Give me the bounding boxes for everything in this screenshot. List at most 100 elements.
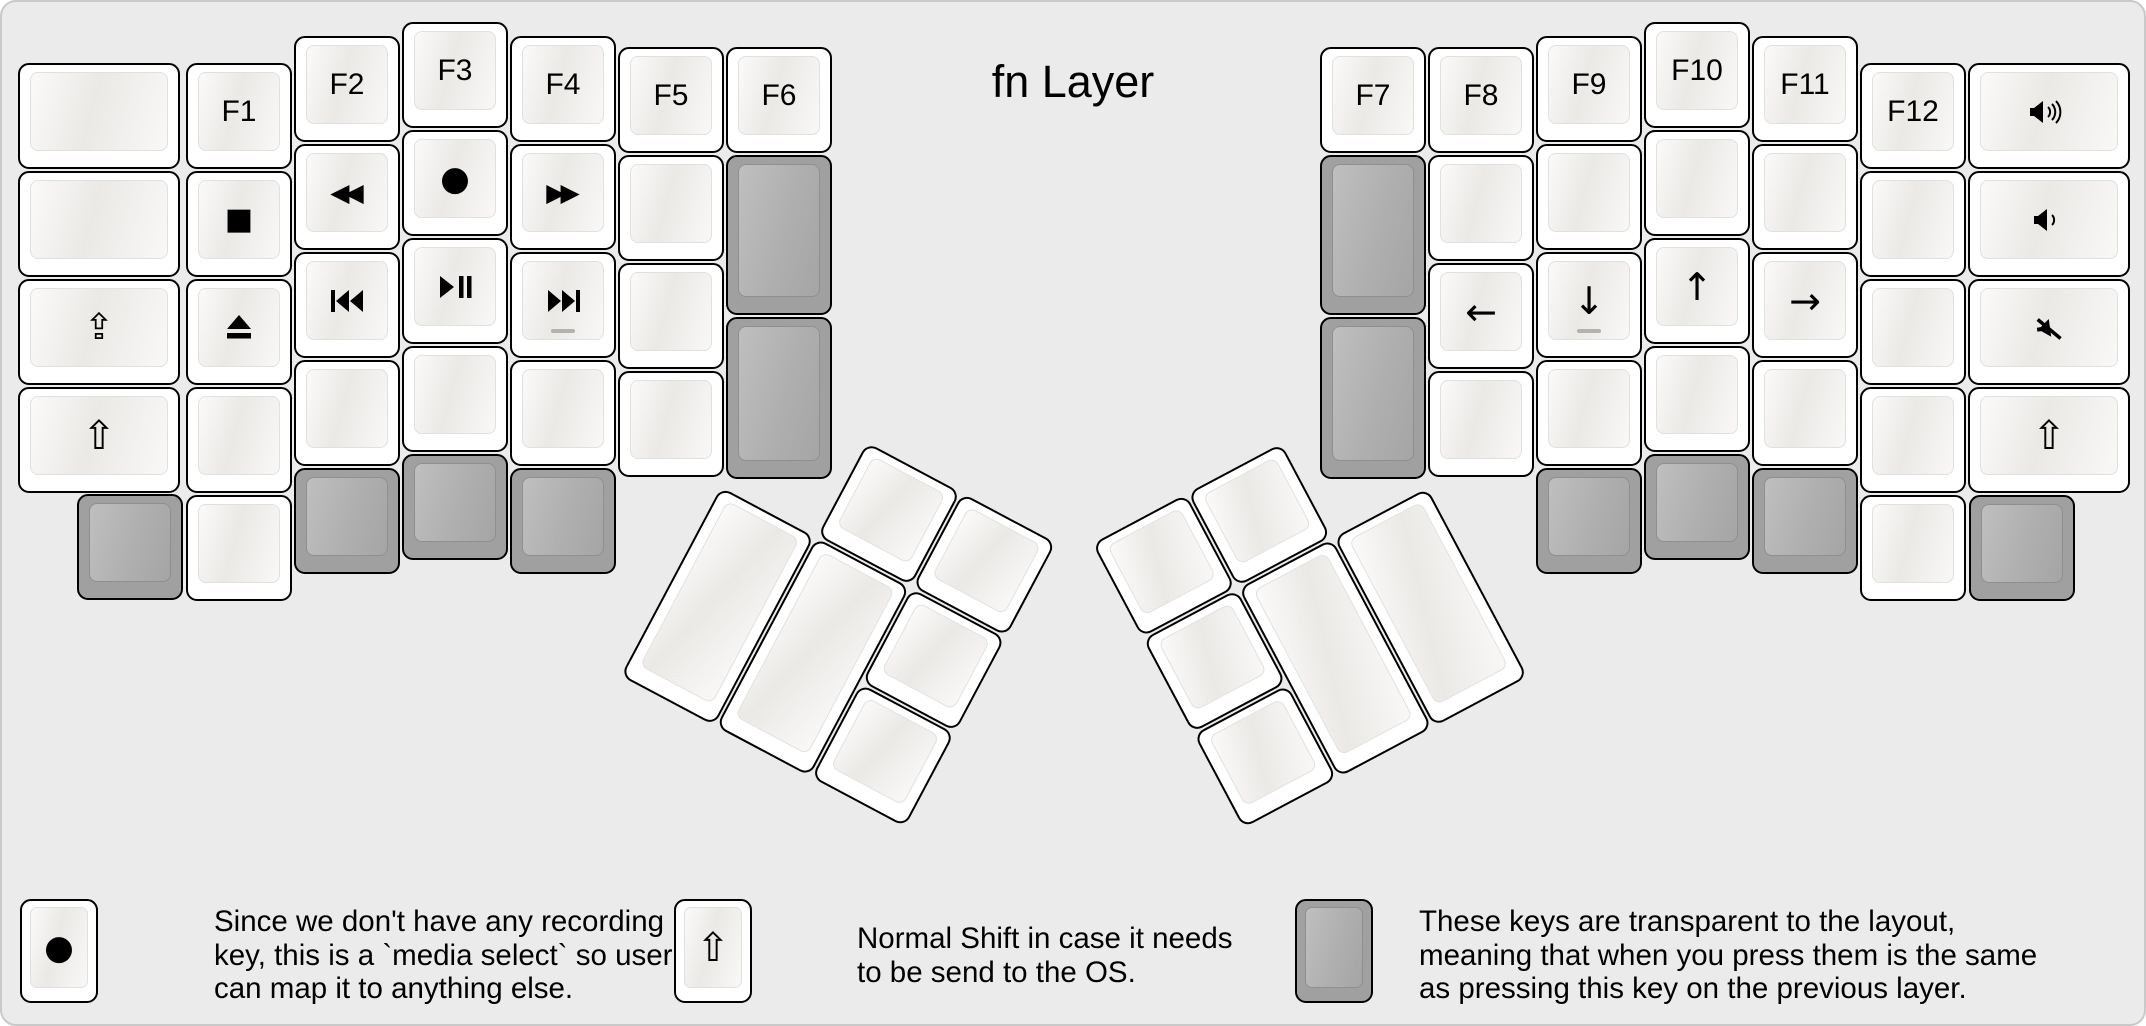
key-blank-cap bbox=[522, 369, 604, 448]
key-blank bbox=[18, 63, 180, 169]
key-volume-up-cap bbox=[1980, 72, 2118, 151]
key-f8-label: F8 bbox=[1463, 78, 1499, 112]
key-transparent-cap bbox=[1332, 164, 1414, 297]
key-blank-cap bbox=[1764, 153, 1846, 232]
homing-mark bbox=[551, 329, 575, 333]
key-blank bbox=[1860, 171, 1966, 277]
key-blank-cap bbox=[1107, 507, 1217, 616]
key-caps-lock: ⇪ bbox=[18, 279, 180, 385]
key-blank-cap bbox=[836, 455, 946, 565]
key-blank bbox=[1644, 130, 1750, 236]
key-f5-cap: F5 bbox=[630, 56, 712, 135]
key-f10-label: F10 bbox=[1671, 53, 1723, 87]
key-transparent bbox=[402, 454, 508, 560]
key-transparent-cap bbox=[738, 326, 820, 461]
previous-track-icon bbox=[329, 288, 366, 314]
key-blank-cap bbox=[198, 396, 280, 475]
key-prev-track bbox=[294, 252, 400, 358]
key-f3-cap: F3 bbox=[414, 31, 496, 110]
key-f6-label: F6 bbox=[761, 78, 797, 112]
key-volume-down bbox=[1968, 171, 2130, 277]
key-eject bbox=[186, 279, 292, 385]
legend-transparent-keys-text: These keys are transparent to the layout… bbox=[1419, 905, 2038, 1005]
key-transparent bbox=[77, 494, 183, 600]
key-blank-cap bbox=[30, 72, 168, 151]
key-f5-label: F5 bbox=[653, 78, 689, 112]
key-f5: F5 bbox=[618, 47, 724, 153]
key-shift-label: ⇧ bbox=[696, 924, 730, 971]
key-blank-cap bbox=[1440, 164, 1522, 243]
key-f3: F3 bbox=[402, 22, 508, 128]
key-transparent-cap bbox=[1656, 463, 1738, 542]
key-shift-right: ⇧ bbox=[1968, 387, 2130, 493]
key-blank bbox=[618, 263, 724, 369]
key-f6-cap: F6 bbox=[738, 56, 820, 135]
key-blank-cap bbox=[1656, 355, 1738, 434]
key-f10: F10 bbox=[1644, 22, 1750, 128]
key-shift-left-label: ⇧ bbox=[82, 412, 116, 459]
volume-down-icon bbox=[2032, 205, 2066, 235]
mute-icon bbox=[2032, 312, 2066, 344]
key-transparent-cap bbox=[1332, 326, 1414, 461]
key-eject-cap bbox=[198, 288, 280, 367]
key-transparent-cap bbox=[1548, 477, 1630, 556]
key-f2-label: F2 bbox=[329, 67, 365, 101]
key-f1-cap: F1 bbox=[198, 72, 280, 151]
key-blank-cap bbox=[1872, 180, 1954, 259]
key-f7-label: F7 bbox=[1355, 78, 1391, 112]
next-track-icon bbox=[545, 288, 582, 314]
key-volume-down-cap bbox=[1980, 180, 2118, 259]
key-record-label: ● bbox=[440, 158, 470, 199]
key-blank-cap bbox=[630, 272, 712, 351]
key-transparent bbox=[510, 468, 616, 574]
key-shift: ⇧ bbox=[674, 899, 752, 1003]
key-blank bbox=[186, 387, 292, 493]
key-down-arrow-label: ↓ bbox=[1573, 278, 1605, 323]
key-record-cap: ● bbox=[30, 907, 88, 988]
key-blank-cap bbox=[1202, 456, 1312, 566]
key-left-arrow-label: ← bbox=[1465, 289, 1497, 334]
key-blank bbox=[1752, 360, 1858, 466]
key-transparent-cap bbox=[522, 477, 604, 556]
key-blank-cap bbox=[1872, 288, 1954, 367]
key-f2-cap: F2 bbox=[306, 45, 388, 124]
key-transparent bbox=[1969, 495, 2075, 601]
key-fast-forward-cap: ▶▶ bbox=[522, 153, 604, 232]
key-down-arrow-cap: ↓ bbox=[1548, 261, 1630, 340]
key-f7: F7 bbox=[1320, 47, 1426, 153]
key-caps-lock-cap: ⇪ bbox=[30, 288, 168, 367]
key-right-arrow-cap: → bbox=[1764, 261, 1846, 340]
key-left-arrow: ← bbox=[1428, 263, 1534, 369]
key-blank bbox=[1860, 387, 1966, 493]
key-f9-label: F9 bbox=[1571, 67, 1607, 101]
key-transparent bbox=[1752, 468, 1858, 574]
key-blank-cap bbox=[630, 164, 712, 243]
key-blank bbox=[1644, 346, 1750, 452]
key-record-cap: ● bbox=[414, 139, 496, 218]
key-f8-cap: F8 bbox=[1440, 56, 1522, 135]
key-blank bbox=[1536, 360, 1642, 466]
key-blank-cap bbox=[1872, 504, 1954, 583]
key-stop: ■ bbox=[186, 171, 292, 277]
volume-up-icon bbox=[2028, 97, 2070, 127]
key-f12-label: F12 bbox=[1887, 94, 1939, 128]
key-f7-cap: F7 bbox=[1332, 56, 1414, 135]
key-f2: F2 bbox=[294, 36, 400, 142]
key-blank-cap bbox=[414, 355, 496, 434]
key-f9-cap: F9 bbox=[1548, 45, 1630, 124]
key-play-pause bbox=[402, 238, 508, 344]
key-f1: F1 bbox=[186, 63, 292, 169]
key-shift-left-cap: ⇧ bbox=[30, 396, 168, 475]
key-blank bbox=[1428, 155, 1534, 261]
key-blank-cap bbox=[630, 380, 712, 459]
key-shift-left: ⇧ bbox=[18, 387, 180, 493]
key-f8: F8 bbox=[1428, 47, 1534, 153]
key-f12-cap: F12 bbox=[1872, 72, 1954, 151]
key-transparent bbox=[1320, 317, 1426, 479]
key-left-arrow-cap: ← bbox=[1440, 272, 1522, 351]
key-next-track bbox=[510, 252, 616, 358]
key-blank bbox=[186, 495, 292, 601]
key-blank bbox=[618, 371, 724, 477]
key-transparent bbox=[1536, 468, 1642, 574]
